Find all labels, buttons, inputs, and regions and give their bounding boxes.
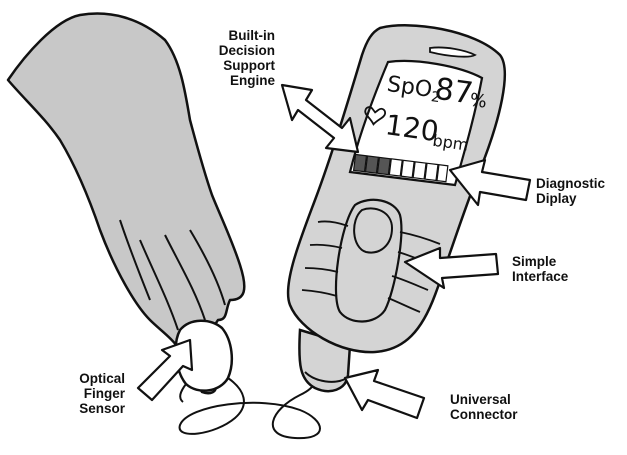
heart-rate-value: 120 (383, 108, 441, 148)
arrow-decision-support (280, 83, 360, 154)
finger-line-3 (189, 229, 226, 306)
label-simple-interface: Simple Interface (512, 254, 569, 284)
arrow-diagnostic-display (448, 158, 532, 207)
screen-readout: SpO2 87 % 120 bpm (364, 72, 488, 155)
bar-segment (364, 155, 380, 174)
heart-icon (364, 106, 386, 126)
spo2-label: SpO (385, 72, 433, 103)
finger-line-1 (139, 239, 179, 331)
label-optical-sensor: Optical Finger Sensor (79, 371, 125, 416)
svg-text:SpO2: SpO2 (385, 72, 442, 106)
bar-segment (400, 159, 415, 179)
bar-segment (412, 161, 427, 180)
label-decision-support: Built-in Decision Support Engine (218, 28, 275, 88)
callout-arrows (136, 83, 532, 420)
heart-rate-unit: bpm (432, 131, 470, 155)
spo2-subscript: 2 (430, 89, 441, 106)
navigation-button (353, 207, 394, 254)
finger-line-2 (164, 234, 206, 321)
arrow-simple-interface (403, 246, 500, 290)
bar-segment (388, 158, 403, 177)
speaker-slot (429, 46, 477, 58)
label-universal-connector: Universal Connector (450, 392, 518, 422)
arrow-optical-sensor (136, 338, 194, 402)
spo2-value: 87 (433, 72, 476, 112)
device-screen (348, 59, 484, 187)
bar-segment (424, 162, 439, 182)
finger-line-4 (119, 219, 151, 301)
arrow-universal-connector (343, 368, 426, 420)
label-diagnostic-display: Diagnostic Diplay (536, 176, 606, 206)
signal-bar-graph (352, 153, 449, 183)
oximeter-device (286, 24, 506, 393)
spo2-unit: % (468, 90, 488, 113)
bar-segment (436, 164, 449, 183)
sensor-cable (178, 371, 321, 440)
bar-segment (376, 156, 391, 176)
bar-segment (352, 153, 368, 173)
